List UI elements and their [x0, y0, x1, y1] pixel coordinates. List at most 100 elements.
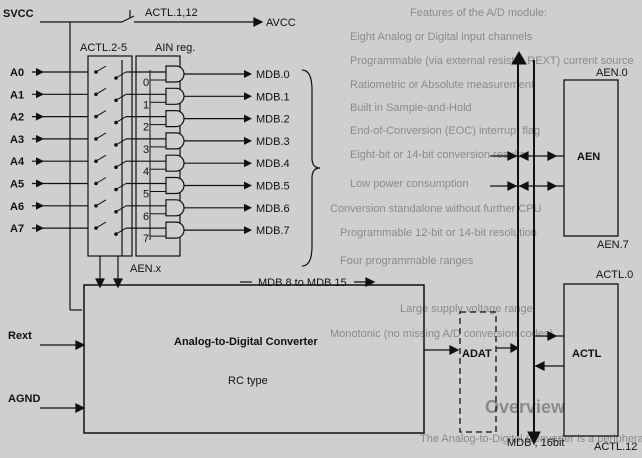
mdb-output-label: MDB.0	[256, 69, 290, 81]
mux-switch	[115, 183, 127, 190]
input-label-a4: A4	[10, 156, 25, 168]
mdb-output-arrow	[244, 114, 252, 123]
bleed-heading: Features of the A/D module:	[410, 7, 547, 19]
adc-box	[83, 284, 425, 434]
aen-x-label: AEN.x	[130, 263, 162, 275]
adat-bus-links	[496, 342, 520, 354]
ain-bit-label: 5	[143, 189, 149, 201]
mux-switch	[115, 93, 127, 101]
input-label-a6: A6	[10, 201, 24, 213]
mux-switch	[115, 138, 127, 146]
ain-bit-label: 4	[143, 166, 149, 178]
bleed-bullet: Eight-bit or 14-bit conversion results	[350, 149, 526, 161]
actl-label: ACTL	[572, 348, 602, 360]
mdb-bus	[511, 51, 541, 446]
input-arrow	[36, 134, 44, 143]
input-arrow	[36, 179, 44, 188]
and-gate	[165, 199, 185, 217]
svcc-label: SVCC	[3, 8, 34, 20]
input-arrow	[36, 224, 44, 233]
mdb-output-label: MDB.5	[256, 181, 290, 193]
bleed-bullet: Monotonic (no missing A/D conversion cod…	[330, 328, 553, 340]
and-gate	[165, 176, 185, 195]
bus-label: MDB , 16bit	[507, 437, 564, 449]
ain-bit-label: 2	[143, 122, 149, 134]
ain-reg-label: AIN reg.	[155, 42, 195, 54]
aen-bottom-bit: AEN.7	[597, 239, 629, 251]
and-gate	[165, 221, 185, 239]
mdb-output-arrow	[244, 70, 252, 78]
bleed-bullet: Programmable (via external resistor REXT…	[350, 55, 634, 67]
avcc-label: AVCC	[266, 17, 296, 29]
mdb-output-label: MDB.2	[256, 114, 290, 126]
mdb-output-arrow	[244, 92, 252, 101]
mux-switch	[115, 227, 127, 235]
mux-switch	[95, 65, 107, 73]
mdb-upper-label: MDB.8 to MDB.15	[258, 277, 347, 289]
mux-switch	[95, 154, 107, 162]
mdb-output-arrow	[244, 226, 252, 235]
mux-label: ACTL.2-5	[80, 42, 127, 54]
bleed-bullet: End-of-Conversion (EOC) interrupt flag	[350, 125, 540, 137]
and-gate	[165, 154, 185, 172]
mux-switch	[95, 177, 107, 184]
input-arrow	[36, 157, 44, 166]
mdb-output-arrow	[244, 159, 252, 168]
mdb-output-label: MDB.7	[256, 225, 290, 237]
bleed-through-text: Features of the A/D module: Eight Analog…	[330, 7, 642, 445]
supply-section	[40, 10, 264, 311]
mux-switch	[115, 71, 127, 79]
bleed-section: Overview	[485, 397, 566, 417]
agnd-label: AGND	[8, 393, 40, 405]
mdb-output-label: MDB.6	[256, 203, 290, 215]
aen-top-bit: AEN.0	[596, 67, 628, 79]
mdb-output-arrow	[244, 136, 252, 145]
mdb-output-arrow	[244, 181, 252, 190]
actl-switch	[121, 15, 135, 23]
input-arrow	[36, 112, 44, 121]
actl-top-bit: ACTL.0	[596, 269, 633, 281]
avcc-arrow	[253, 17, 264, 27]
adc-subtitle: RC type	[228, 375, 268, 387]
mux-switch	[95, 132, 107, 140]
mdb-brace	[301, 69, 321, 267]
bleed-bullet: Conversion standalone without further CP…	[330, 203, 542, 215]
bleed-bullet: Low power consumption	[350, 178, 469, 190]
mux-switch	[95, 110, 107, 118]
adat-label: ADAT	[462, 348, 492, 360]
ain-bit-label: 1	[143, 99, 149, 111]
aen-register-box	[563, 79, 619, 237]
bleed-bullet: Ratiometric or Absolute measurement	[350, 79, 534, 91]
input-arrow	[36, 68, 44, 76]
input-arrow	[36, 90, 44, 99]
bleed-bullet: Large supply voltage range	[400, 303, 533, 315]
aen-bus-connectors	[490, 151, 564, 191]
input-label-a5: A5	[10, 179, 24, 191]
input-label-a1: A1	[10, 89, 24, 101]
mdb-output-label: MDB.1	[256, 91, 290, 103]
mux-switch	[115, 116, 127, 124]
adc-connections	[40, 256, 460, 413]
bleed-bullet: Eight Analog or Digital input channels	[350, 31, 533, 43]
ain-bit-label: 6	[143, 211, 149, 223]
input-label-a3: A3	[10, 134, 24, 146]
mdb-output-label: MDB.3	[256, 136, 290, 148]
input-label-a7: A7	[10, 223, 24, 235]
rext-label: Rext	[8, 330, 32, 342]
mux-switch	[95, 87, 107, 95]
input-arrow	[36, 201, 44, 210]
aen-label: AEN	[577, 151, 600, 163]
bleed-bullet: Programmable 12-bit or 14-bit resolution	[340, 227, 537, 239]
mux-switch	[115, 160, 127, 168]
mdb-upper-arrow	[240, 277, 376, 287]
ain-bit-label: 3	[143, 144, 149, 156]
and-gate	[165, 65, 185, 83]
actl-register-box	[563, 283, 619, 437]
actl-bus-connectors	[534, 331, 564, 371]
mux-switch	[115, 205, 127, 213]
input-label-a2: A2	[10, 112, 24, 124]
